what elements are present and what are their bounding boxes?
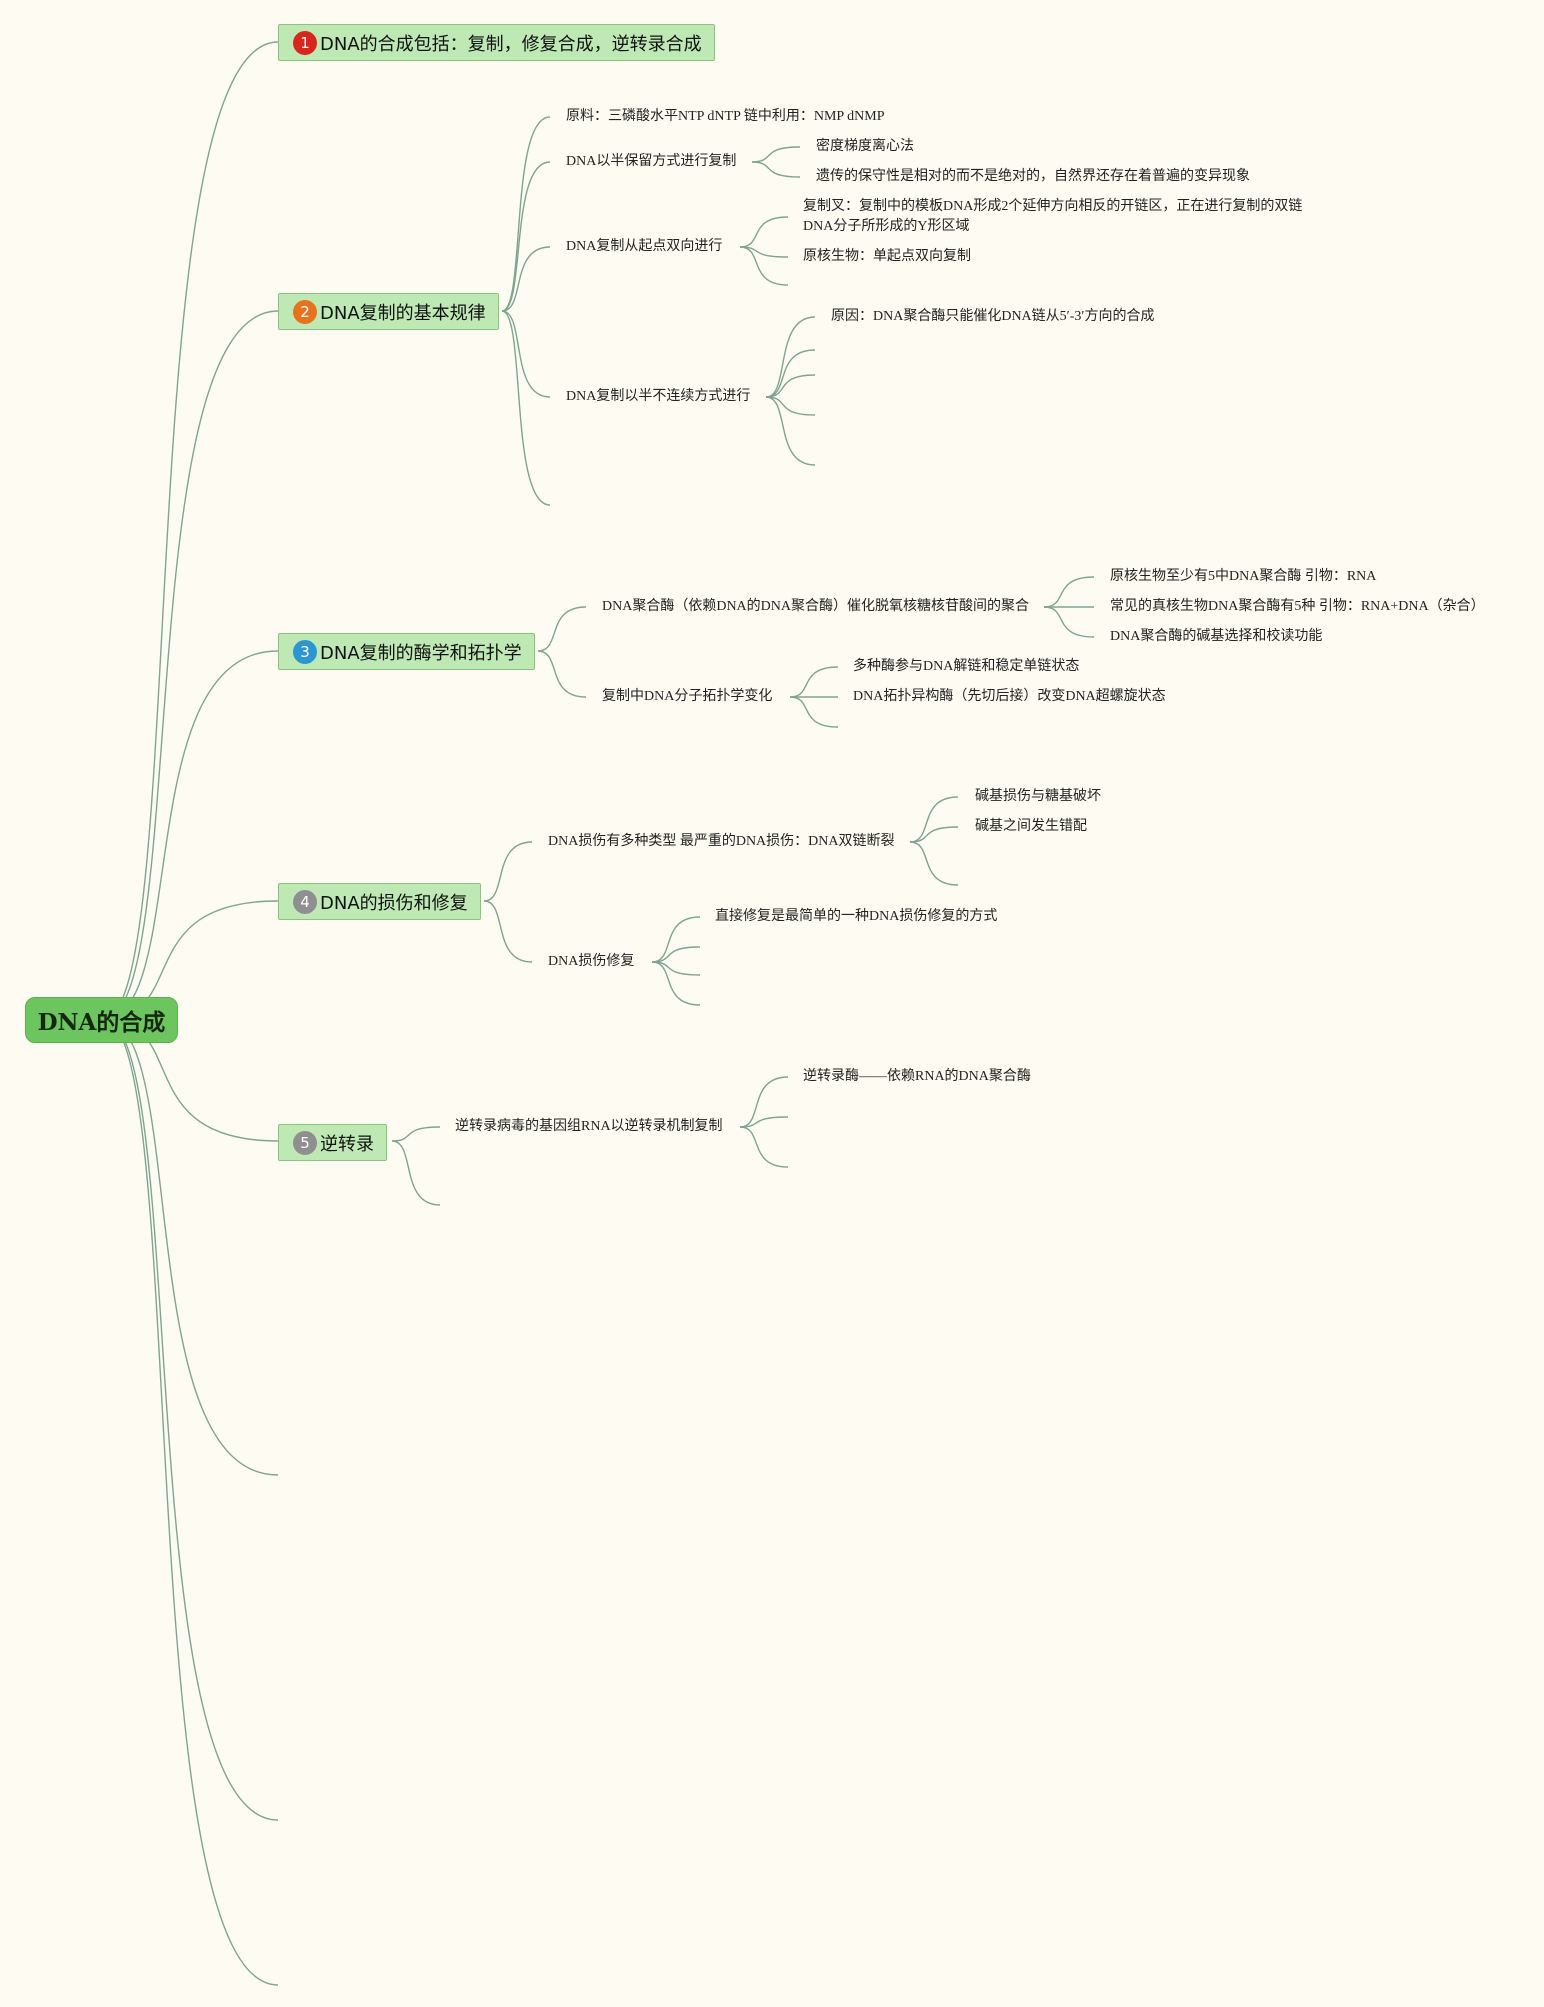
replication-fork-line-1: 复制叉：复制中的模板DNA形成2个延伸方向相反的开链区，正在进行复制的双链 <box>803 199 1303 214</box>
bidir-connector-1 <box>739 246 789 258</box>
branch-3-connector-0 <box>537 606 587 652</box>
branch-5-connector-0 <box>391 1126 441 1142</box>
node-reason[interactable]: 原因：DNA聚合酶只能催化DNA链从5′-3′方向的合成 <box>831 309 1155 324</box>
polymerase-connector-2 <box>1043 606 1095 638</box>
branch-5-label: 逆转录 <box>320 1133 374 1155</box>
branch-5-connector-1 <box>391 1140 441 1206</box>
repair-connector-2 <box>651 961 701 976</box>
branch-3-connector-1 <box>537 650 587 698</box>
branch-2-replication-rules[interactable]: 2 DNA复制的基本规律 <box>278 293 499 330</box>
node-prokaryote-polymerases[interactable]: 原核生物至少有5中DNA聚合酶 引物：RNA <box>1110 569 1377 584</box>
node-damage-types[interactable]: DNA损伤有多种类型 最严重的DNA损伤：DNA双链断裂 <box>548 834 895 849</box>
semi-discont-connector-4 <box>765 396 816 466</box>
node-multiple-enzymes[interactable]: 多种酶参与DNA解链和稳定单链状态 <box>853 659 1080 674</box>
node-dna-polymerase[interactable]: DNA聚合酶（依赖DNA的DNA聚合酶）催化脱氧核糖核苷酸间的聚合 <box>602 599 1029 614</box>
branch-2-connector-3 <box>501 310 551 398</box>
bidir-connector-0 <box>739 216 789 248</box>
root-connector-2 <box>102 650 279 1020</box>
node-direct-repair[interactable]: 直接修复是最简单的一种DNA损伤修复的方式 <box>715 909 998 924</box>
retrovirus-connector-1 <box>739 1116 789 1128</box>
root-connector-1 <box>102 310 279 1020</box>
semi-cons-connector-0 <box>751 146 801 163</box>
semi-discont-connector-0 <box>765 316 816 398</box>
repair-connector-3 <box>651 961 701 1006</box>
number-badge-3: 3 <box>293 639 317 664</box>
branch-4-connector-0 <box>483 841 533 902</box>
repair-connector-0 <box>651 916 701 963</box>
node-replication-fork[interactable]: 复制叉：复制中的模板DNA形成2个延伸方向相反的开链区，正在进行复制的双链 DN… <box>803 197 1323 237</box>
node-mismatch[interactable]: 碱基之间发生错配 <box>975 819 1087 834</box>
node-relative-conservation[interactable]: 遗传的保守性是相对的而不是绝对的，自然界还存在着普遍的变异现象 <box>816 169 1250 184</box>
root-connector-0 <box>102 41 279 1020</box>
branch-1-label: DNA的合成包括：复制，修复合成，逆转录合成 <box>320 33 702 55</box>
number-badge-1: 1 <box>293 30 317 55</box>
retrovirus-connector-0 <box>739 1076 789 1128</box>
topology-connector-0 <box>789 666 839 698</box>
branch-2-connector-0 <box>501 116 551 312</box>
damage-types-connector-2 <box>909 841 959 886</box>
damage-types-connector-1 <box>909 826 959 843</box>
branch-2-connector-1 <box>501 161 551 312</box>
node-base-selection[interactable]: DNA聚合酶的碱基选择和校读功能 <box>1110 629 1323 644</box>
node-bidirectional[interactable]: DNA复制从起点双向进行 <box>566 239 723 254</box>
node-prokaryote-single-origin[interactable]: 原核生物：单起点双向复制 <box>803 249 971 264</box>
number-badge-2: 2 <box>293 299 317 324</box>
semi-discont-connector-2 <box>765 374 816 398</box>
semi-discont-connector-3 <box>765 396 816 416</box>
branch-5-reverse-transcription[interactable]: 5 逆转录 <box>278 1124 387 1161</box>
branch-1-synthesis-overview[interactable]: 1 DNA的合成包括：复制，修复合成，逆转录合成 <box>278 24 715 61</box>
branch-4-connector-1 <box>483 900 533 963</box>
node-damage-repair[interactable]: DNA损伤修复 <box>548 954 635 969</box>
polymerase-connector-0 <box>1043 576 1095 608</box>
repair-connector-1 <box>651 946 701 963</box>
node-topoisomerase[interactable]: DNA拓扑异构酶（先切后接）改变DNA超螺旋状态 <box>853 689 1166 704</box>
branch-4-label: DNA的损伤和修复 <box>320 892 468 914</box>
damage-types-connector-0 <box>909 796 959 843</box>
bidir-connector-2 <box>739 246 789 286</box>
node-semi-conservative[interactable]: DNA以半保留方式进行复制 <box>566 154 737 169</box>
number-badge-4: 4 <box>293 889 317 914</box>
replication-fork-line-2: DNA分子所形成的Y形区域 <box>803 219 970 234</box>
node-base-damage[interactable]: 碱基损伤与糖基破坏 <box>975 789 1101 804</box>
root-connector-5 <box>102 1018 279 1476</box>
branch-3-label: DNA复制的酶学和拓扑学 <box>320 642 522 664</box>
semi-discont-connector-1 <box>765 349 816 398</box>
node-topology-change[interactable]: 复制中DNA分子拓扑学变化 <box>602 689 773 704</box>
retrovirus-connector-2 <box>739 1126 789 1168</box>
node-semi-discontinuous[interactable]: DNA复制以半不连续方式进行 <box>566 389 751 404</box>
semi-cons-connector-1 <box>751 161 801 178</box>
root-connector-6 <box>102 1018 279 1821</box>
branch-2-connector-2 <box>501 246 551 312</box>
root-topic[interactable]: DNA的合成 <box>25 997 178 1043</box>
branch-2-connector-4 <box>501 310 551 506</box>
node-reverse-transcriptase[interactable]: 逆转录酶——依赖RNA的DNA聚合酶 <box>803 1069 1031 1084</box>
node-density-gradient[interactable]: 密度梯度离心法 <box>816 139 914 154</box>
topology-connector-2 <box>789 696 839 728</box>
root-connector-7 <box>102 1018 279 1986</box>
node-eukaryote-polymerases[interactable]: 常见的真核生物DNA聚合酶有5种 引物：RNA+DNA（杂合） <box>1110 599 1485 614</box>
branch-4-damage-repair[interactable]: 4 DNA的损伤和修复 <box>278 883 481 920</box>
number-badge-5: 5 <box>293 1130 317 1155</box>
branch-2-label: DNA复制的基本规律 <box>320 302 486 324</box>
node-retrovirus-genome[interactable]: 逆转录病毒的基因组RNA以逆转录机制复制 <box>455 1119 723 1134</box>
node-material[interactable]: 原料：三磷酸水平NTP dNTP 链中利用：NMP dNMP <box>566 109 885 124</box>
branch-3-enzymology[interactable]: 3 DNA复制的酶学和拓扑学 <box>278 633 535 670</box>
